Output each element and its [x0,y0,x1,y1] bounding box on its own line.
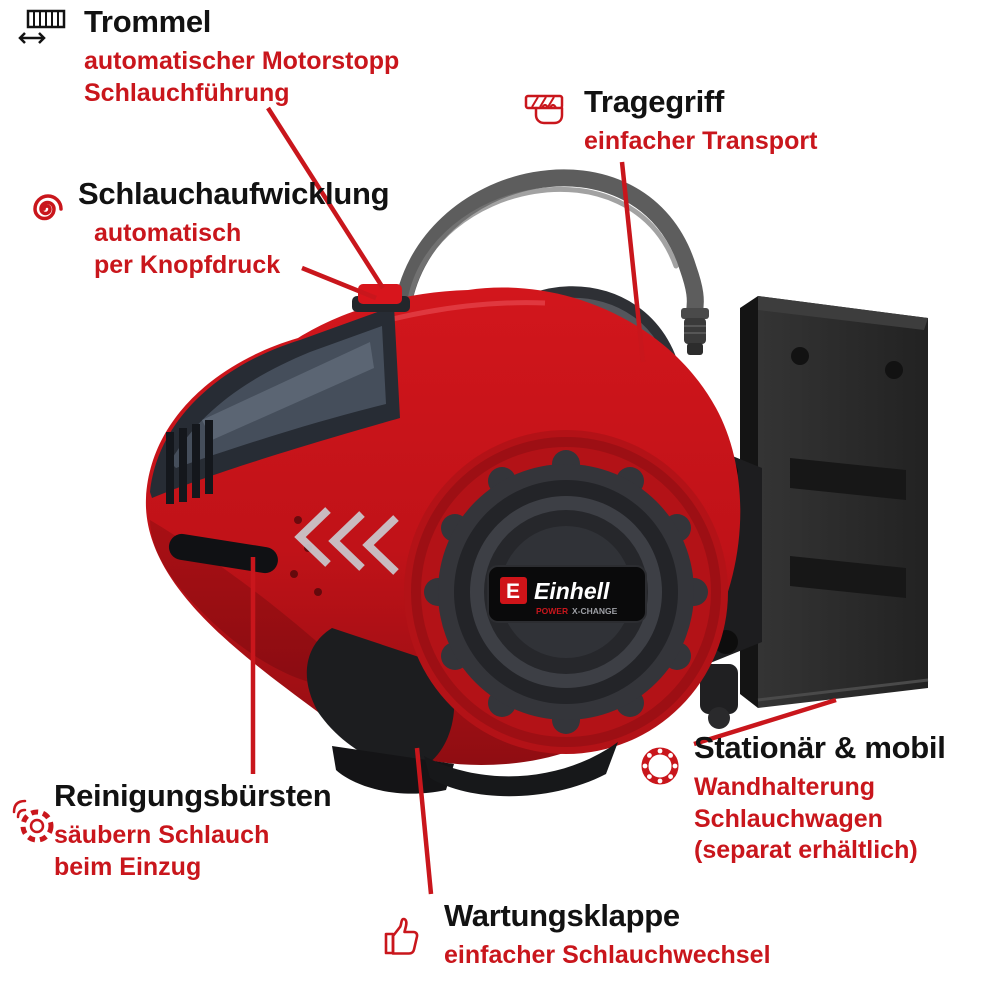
hose-connector [681,308,709,355]
hose [393,169,709,355]
callout-sub-line: säubern Schlauch [54,821,270,849]
callout-sub-line: automatischer Motorstopp [84,47,400,75]
brand-text: Einhell [534,578,610,604]
callout-title: Tragegriff [584,84,724,119]
cleaning-brush-slot [168,533,278,574]
callout-sub-line: Schlauchwagen [694,804,883,833]
callout-stationaer: Stationär & mobil Wandhalterung Schlauch… [636,730,946,867]
callout-title: Schlauchaufwicklung [78,176,390,211]
einhell-logo: E Einhell POWER X-CHANGE [487,565,647,623]
badge-xchange: X-CHANGE [572,606,618,616]
carry-handle-icon [522,92,574,141]
callout-sub-line: automatisch [94,219,242,247]
badge-power: POWER [536,606,568,616]
drum-icon [16,8,70,57]
callout-sub-line: Wandhalterung [694,773,876,801]
callout-subtext: automatischer Motorstopp Schlauchführung [84,46,399,109]
callout-trommel: Trommel automatischer Motorstopp Schlauc… [16,4,399,109]
callout-sub-line: einfacher Transport [584,127,818,155]
transparent-lid [150,306,400,504]
callout-title: Reinigungsbürsten [54,778,332,813]
under-strip [424,742,618,797]
callout-sub-line: einfacher Schlauchwechsel [444,941,771,969]
lid-grille [166,420,213,504]
callout-tragegriff: Tragegriff einfacher Transport [522,84,817,158]
brush-icon [10,796,60,851]
callout-sub-line: Schlauchführung [84,78,290,107]
wall-mount-bracket [740,296,929,708]
logo-letter: E [506,580,520,603]
spiral-icon [18,184,70,239]
chevron-arrows [294,507,399,575]
wheel-icon [636,742,684,795]
callout-aufwicklung: Schlauchaufwicklung automatisch per Knop… [18,176,390,281]
callout-subtext: säubern Schlauch beim Einzug [54,820,331,883]
logo-mark [500,577,527,604]
callout-sub-line: (separat erhältlich) [694,836,918,864]
callout-subtext: einfacher Transport [584,126,817,158]
callout-title: Stationär & mobil [694,730,946,765]
callout-sub-line: beim Einzug [54,852,202,881]
thumbs-up-icon [380,910,428,965]
callout-subtext: automatisch per Knopfdruck [94,218,389,281]
callout-wartung: Wartungsklappe einfacher Schlauchwechsel [380,898,771,972]
callout-subtext: einfacher Schlauchwechsel [444,940,771,972]
callout-reinigung: Reinigungsbürsten säubern Schlauch beim … [10,778,332,883]
reel-face [404,430,728,754]
callout-sub-line: per Knopfdruck [94,250,281,279]
callout-subtext: Wandhalterung Schlauchwagen (separat erh… [694,772,946,867]
callout-title: Trommel [84,4,212,39]
callout-title: Wartungsklappe [444,898,680,933]
motor-stop-button [352,284,410,312]
